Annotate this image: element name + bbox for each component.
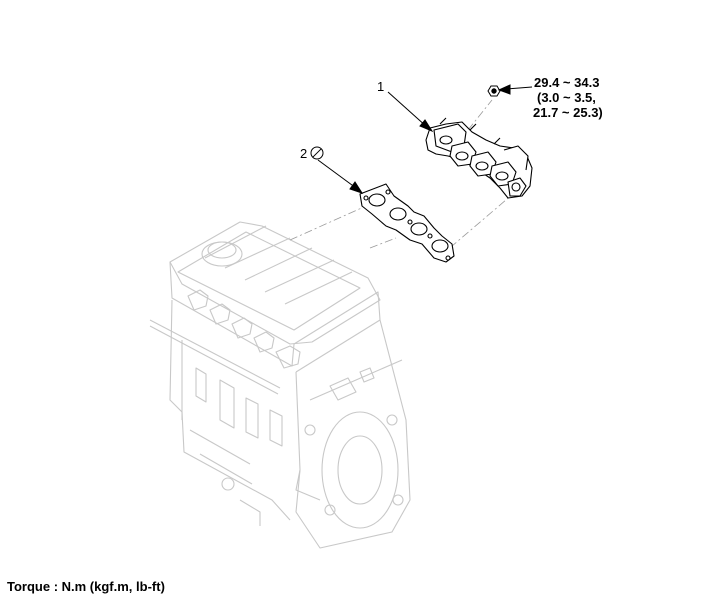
exhaust-manifold [425,117,533,199]
torque-value-line2: (3.0 ~ 3.5, [537,90,596,105]
torque-units-note: Torque : N.m (kgf.m, lb-ft) [7,579,165,594]
no-reuse-icon [310,146,324,160]
leader-lines [317,84,533,194]
torque-arrowhead [497,84,511,95]
torque-value-line3: 21.7 ~ 25.3) [533,105,603,120]
manifold-nut [487,85,501,97]
part1-arrowhead [419,119,434,133]
part2-arrowhead [349,181,364,194]
callout-2: 2 [300,146,308,161]
callout-1: 1 [377,79,385,94]
torque-value-line1: 29.4 ~ 34.3 [534,75,600,90]
manifold-gasket [359,183,455,263]
part1-leader [387,91,428,128]
engine-block [149,221,411,549]
part2-leader [317,159,357,189]
